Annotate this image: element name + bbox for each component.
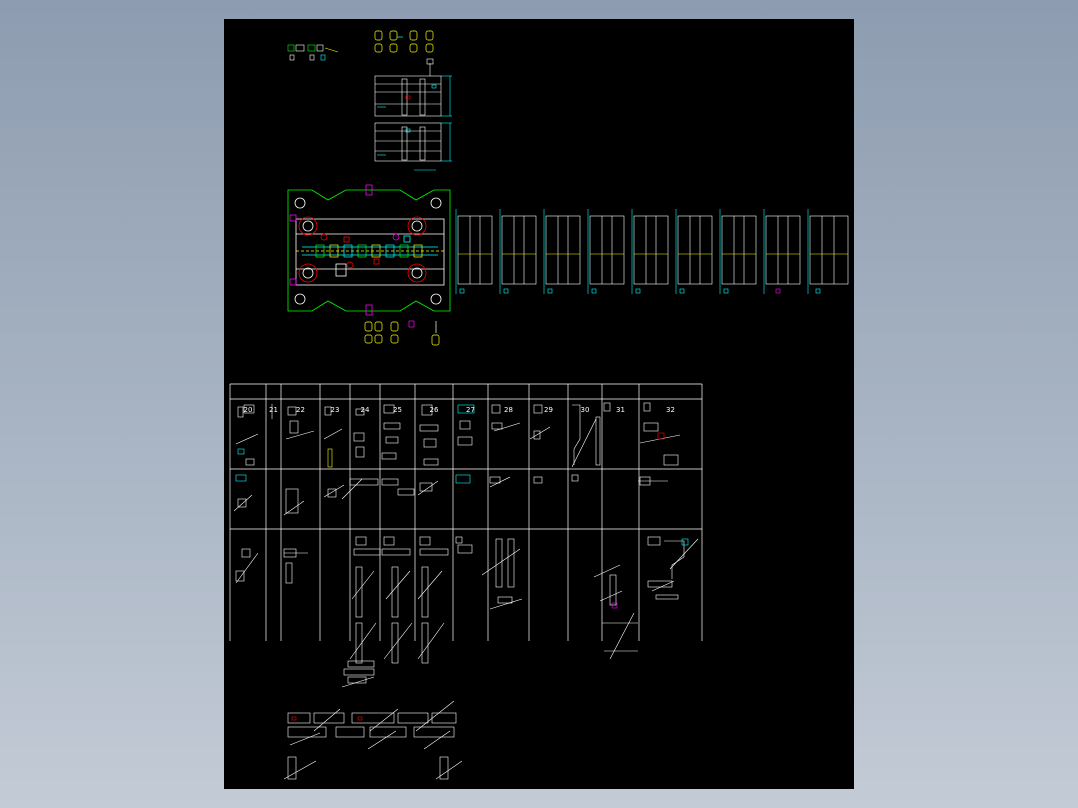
- section-view-3: [543, 209, 581, 294]
- section-view-7: [719, 209, 757, 294]
- bottom-detail-parts: [283, 700, 463, 780]
- section-view-upper: [374, 58, 452, 117]
- table-header-21: 21: [269, 406, 278, 414]
- table-header-22: 22: [296, 406, 305, 414]
- section-view-9: [807, 209, 849, 294]
- cad-drawing-sheet[interactable]: 20 21 22 23 24 25 26 27 28 29 30 31 32: [224, 19, 854, 789]
- table-header-30: 30: [580, 406, 590, 414]
- table-header-27: 27: [466, 406, 475, 414]
- section-view-4: [587, 209, 625, 294]
- table-header-28: 28: [504, 406, 513, 414]
- part-group-top: [374, 30, 434, 53]
- section-view-8: [763, 209, 801, 294]
- table-header-32: 32: [666, 406, 675, 414]
- section-view-lower: [374, 122, 452, 171]
- section-view-1: [455, 209, 493, 294]
- part-group-bottom: [364, 320, 440, 346]
- table-header-23: 23: [330, 406, 340, 414]
- section-view-6: [675, 209, 713, 294]
- loose-detail-sketch: [343, 668, 375, 676]
- section-view-2: [499, 209, 537, 294]
- schedule-row-1-sketches: [235, 402, 681, 468]
- table-header-25: 25: [393, 406, 402, 414]
- die-plan-view: [287, 184, 451, 316]
- section-views-row: [455, 209, 849, 294]
- cad-drawing-canvas: [229, 30, 849, 780]
- title-block-small: [287, 44, 339, 61]
- table-header-29: 29: [544, 406, 553, 414]
- table-header-31: 31: [616, 406, 625, 414]
- table-header-20: 20: [243, 406, 253, 414]
- schedule-row-3-sketches: [235, 536, 699, 688]
- strip-layout: [302, 233, 438, 269]
- section-view-5: [631, 209, 669, 294]
- parts-schedule-table: [229, 383, 703, 641]
- table-header-26: 26: [429, 406, 439, 414]
- schedule-row-2-sketches: [233, 474, 668, 516]
- table-header-24: 24: [360, 406, 370, 414]
